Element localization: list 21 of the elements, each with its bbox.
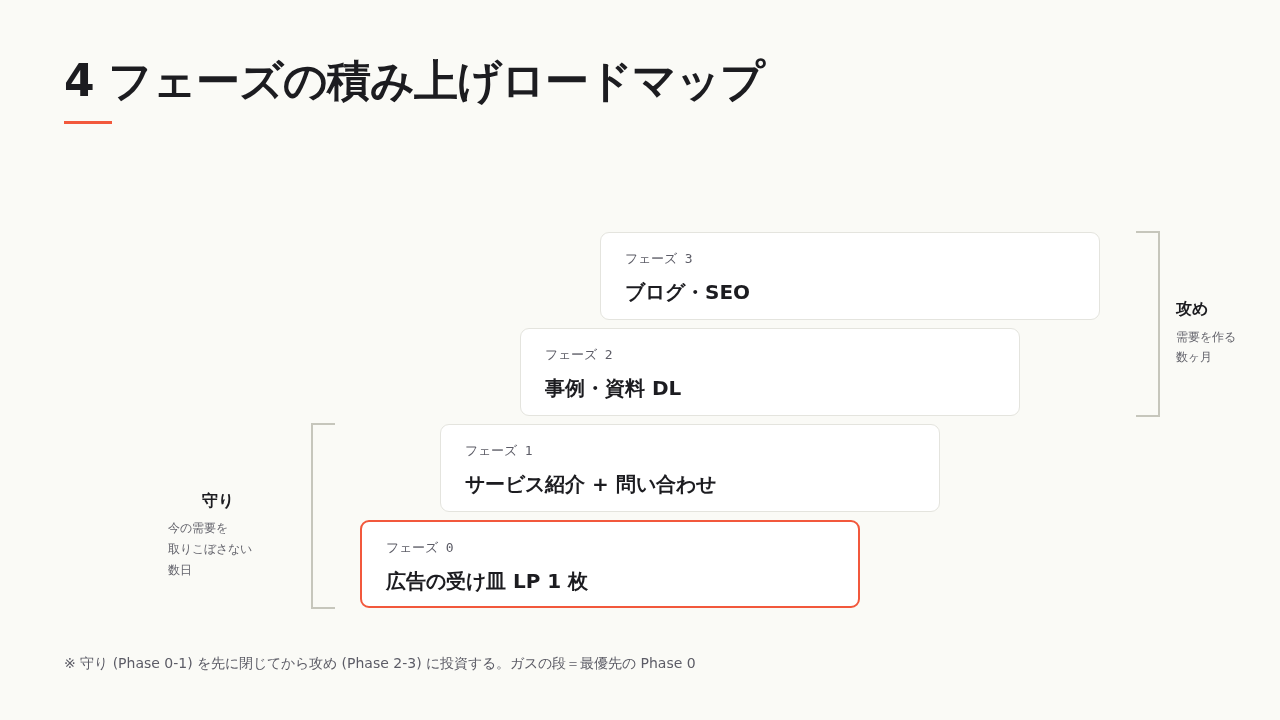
phase-card (440, 424, 940, 512)
phase-number: フェーズ 0 (386, 539, 454, 556)
page-title: 4 フェーズの積み上げロードマップ (64, 54, 764, 108)
group-duration: 数ヶ月 (1176, 349, 1212, 365)
phase-number: フェーズ 3 (625, 250, 693, 267)
phase-title: 広告の受け皿 LP 1 枚 (386, 568, 589, 594)
phase-number: フェーズ 2 (545, 346, 613, 363)
group-description: 今の需要を (168, 520, 228, 536)
phase-card (600, 232, 1100, 320)
group-heading: 攻め (1176, 299, 1208, 319)
phase-number: フェーズ 1 (465, 442, 533, 459)
group-description: 取りこぼさない (168, 541, 252, 557)
footnote: ※ 守り (Phase 0-1) を先に閉じてから攻め (Phase 2-3) に投資する。ガスの段＝最優先の Phase 0 (64, 654, 696, 673)
highlighted-phase-card (360, 520, 860, 608)
phase-card (520, 328, 1020, 416)
group-description: 需要を作る (1176, 329, 1236, 345)
phase-title: 事例・資料 DL (545, 375, 682, 401)
group-heading: 守り (202, 491, 234, 511)
phase-title: サービス紹介 + 問い合わせ (465, 471, 716, 497)
phase-title: ブログ・SEO (625, 279, 751, 305)
group-duration: 数日 (168, 562, 192, 578)
